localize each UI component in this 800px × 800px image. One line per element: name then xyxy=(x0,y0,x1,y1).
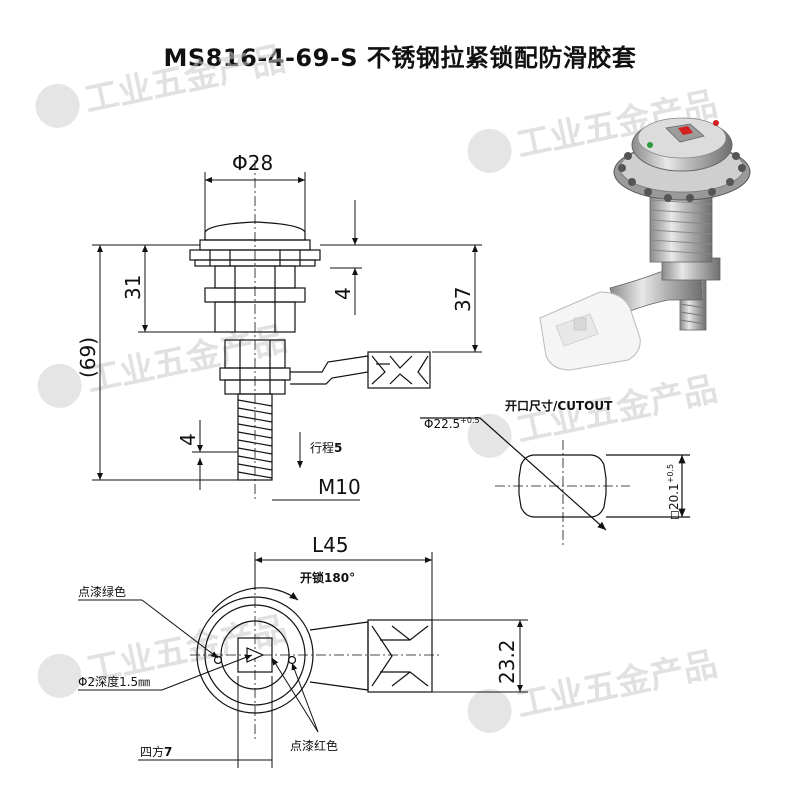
top-view-dimensions xyxy=(78,552,528,768)
thread-m10-label: M10 xyxy=(318,475,361,499)
watermark-text: 工业五金产品 xyxy=(83,319,291,401)
cutout-square-label: ◻20.1+0.5 xyxy=(666,464,681,520)
side-view-dimensions xyxy=(92,172,482,501)
diameter-28-label: Φ28 xyxy=(232,151,273,175)
watermark-text: 工业五金产品 xyxy=(81,39,289,121)
hole-depth-label: Φ2深度1.5㎜ xyxy=(78,674,150,689)
red-paint-mark-label: 点漆红色 xyxy=(290,738,338,753)
watermark-logo-icon xyxy=(37,363,82,408)
square-drive-label: 四方7 xyxy=(140,744,172,759)
width-23-2-label: 23.2 xyxy=(495,639,519,684)
overall-height-label: (69) xyxy=(76,337,100,378)
rotation-label: 开锁180° xyxy=(300,570,355,585)
cutout-diameter-label: Φ22.5+0.5 xyxy=(424,416,480,431)
green-paint-mark-label: 点漆绿色 xyxy=(78,584,126,599)
height-31-label: 31 xyxy=(121,275,145,300)
watermark-logo-icon xyxy=(37,653,82,698)
watermark-text: 工业五金产品 xyxy=(513,644,721,726)
page-title: MS816-4-69-S 不锈钢拉紧锁配防滑胶套 xyxy=(163,44,637,72)
length-45-label: L45 xyxy=(312,533,349,557)
height-4-bottom-label: 4 xyxy=(176,433,200,446)
side-view xyxy=(189,160,431,500)
watermark-logo-icon xyxy=(35,83,80,128)
cutout-heading: 开口尺寸/CUTOUT xyxy=(505,398,613,413)
watermark-logo-icon xyxy=(467,413,512,458)
cutout-drawing xyxy=(420,417,690,545)
height-37-label: 37 xyxy=(451,287,475,312)
stroke-label: 行程5 xyxy=(310,440,342,455)
height-4-top-label: 4 xyxy=(331,287,355,300)
watermark-logo-icon xyxy=(467,128,512,173)
product-photo xyxy=(539,117,751,371)
watermark-logo-icon xyxy=(467,688,512,733)
